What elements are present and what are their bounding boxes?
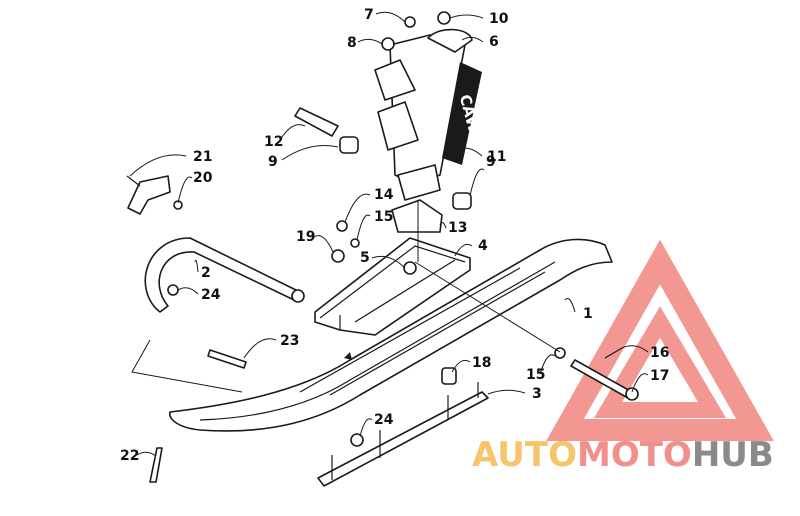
callout-leader xyxy=(439,222,447,229)
callout-4: 4 xyxy=(478,238,488,254)
bumper-block xyxy=(391,199,443,233)
callout-10: 10 xyxy=(489,11,509,27)
callout-18: 18 xyxy=(472,355,491,371)
hardware xyxy=(126,11,639,483)
callout-leader xyxy=(371,255,406,269)
bolt-21 xyxy=(126,175,141,187)
callout-24: 24 xyxy=(201,287,221,303)
callout-leader xyxy=(313,235,334,253)
callout-leader xyxy=(344,193,371,223)
washer-14 xyxy=(336,220,348,232)
pivot-pin xyxy=(294,107,339,137)
callout-21: 21 xyxy=(193,149,212,165)
capscrew-23 xyxy=(207,349,247,369)
cotter-pin-16 xyxy=(604,347,623,359)
wear-bar xyxy=(317,382,489,487)
callout-leader xyxy=(136,451,157,457)
callout-leader xyxy=(279,124,306,141)
locknut-19 xyxy=(331,249,345,263)
callout-3: 3 xyxy=(532,386,542,402)
bracket-line xyxy=(131,339,243,393)
callout-23: 23 xyxy=(280,333,299,349)
callout-5: 5 xyxy=(360,250,370,266)
callout-leader xyxy=(129,154,187,177)
callout-leader xyxy=(177,287,199,295)
screw-22 xyxy=(149,447,163,483)
callout-2: 2 xyxy=(201,265,211,281)
callout-leader xyxy=(449,14,484,19)
callout-leader xyxy=(194,259,199,273)
callout-7: 7 xyxy=(364,7,374,23)
callout-9: 9 xyxy=(486,154,496,170)
callout-leader xyxy=(454,243,473,257)
callout-leader xyxy=(177,176,193,204)
watermark-text: AUTOMOTOHUB xyxy=(472,435,774,475)
callout-15: 15 xyxy=(526,367,545,383)
callout-15: 15 xyxy=(374,209,393,225)
callout-leader xyxy=(451,359,471,373)
callout-22: 22 xyxy=(120,448,139,464)
axle-line xyxy=(414,261,561,353)
watermark-hub: HUB xyxy=(692,435,774,475)
washer-7 xyxy=(404,16,416,28)
callout-leader xyxy=(281,145,339,161)
bushing-right xyxy=(452,192,472,210)
callout-leader xyxy=(621,345,649,353)
callout-leader xyxy=(359,418,373,437)
callout-leader xyxy=(564,298,576,313)
callout-13: 13 xyxy=(448,220,467,236)
callout-leader xyxy=(375,11,406,23)
cap-10 xyxy=(437,11,451,25)
callout-9: 9 xyxy=(268,154,278,170)
bushing-5 xyxy=(403,261,417,275)
washer-15 xyxy=(350,238,360,248)
callout-20: 20 xyxy=(193,170,213,186)
callout-24: 24 xyxy=(374,412,394,428)
ski-body xyxy=(169,238,613,432)
ski-saddle xyxy=(314,237,471,336)
callout-11: 11 xyxy=(487,149,506,165)
callout-leader xyxy=(356,214,371,241)
callout-leader xyxy=(454,147,483,157)
callout-1: 1 xyxy=(583,306,593,322)
watermark-logo xyxy=(546,239,774,441)
callout-leader xyxy=(243,338,277,359)
callout-12: 12 xyxy=(264,134,283,150)
stud-18 xyxy=(441,367,457,385)
callout-leader xyxy=(469,168,485,197)
nut-24a xyxy=(167,284,179,296)
callout-leader xyxy=(487,389,526,395)
callout-leader xyxy=(357,38,383,45)
callout-leader xyxy=(631,373,649,393)
callout-14: 14 xyxy=(374,187,394,203)
watermark-auto: AUTO xyxy=(472,435,577,475)
callout-19: 19 xyxy=(296,229,315,245)
callout-leader xyxy=(539,354,556,375)
nut-8 xyxy=(381,37,395,51)
callout-17: 17 xyxy=(650,368,669,384)
steering-spindle: CAWS xyxy=(374,28,486,201)
callout-8: 8 xyxy=(347,35,357,51)
callout-16: 16 xyxy=(650,345,669,361)
bushing-left xyxy=(339,136,359,154)
callout-leader xyxy=(461,36,484,43)
ski-loop xyxy=(144,237,305,313)
callout-6: 6 xyxy=(489,34,499,50)
watermark-moto: MOTO xyxy=(577,435,692,475)
nut-24b xyxy=(350,433,364,447)
